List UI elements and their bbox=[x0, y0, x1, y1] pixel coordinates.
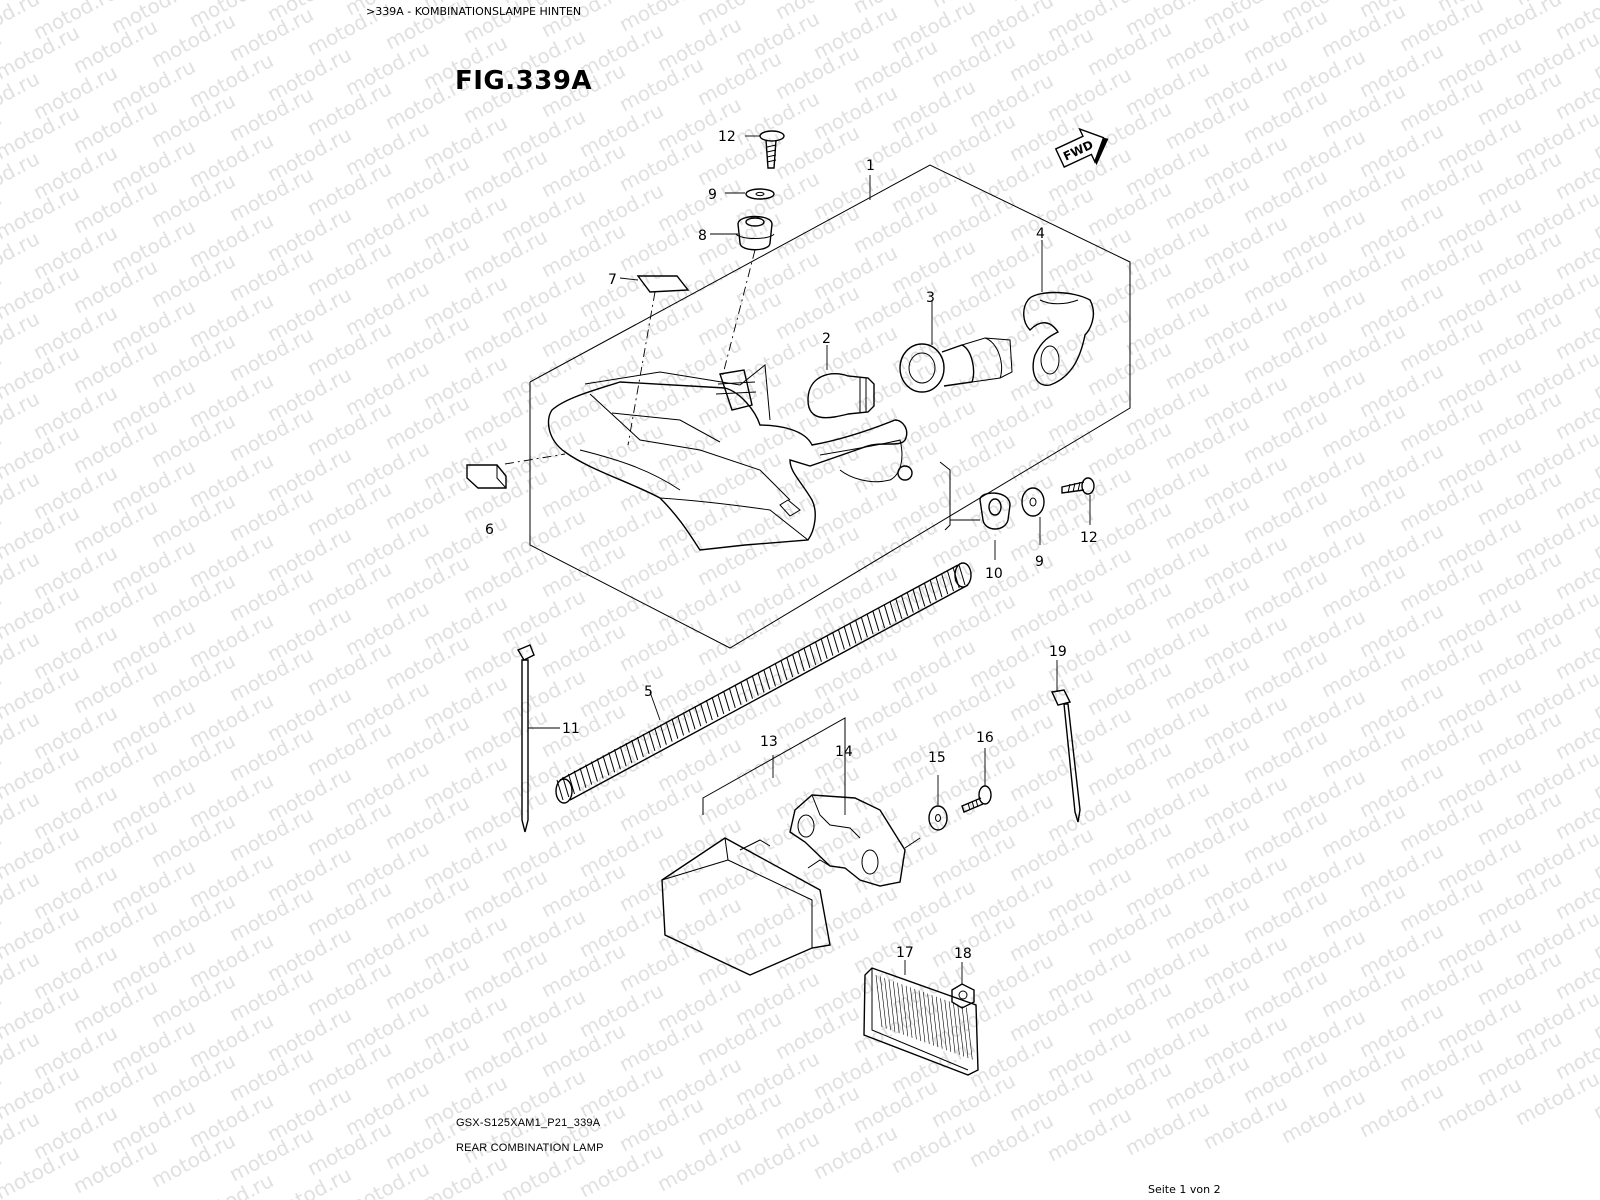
nut-part-18[interactable] bbox=[951, 962, 975, 1009]
figure-title: FIG.339A bbox=[455, 66, 593, 96]
callout-15[interactable]: 15 bbox=[928, 750, 946, 766]
callout-19[interactable]: 19 bbox=[1049, 644, 1067, 660]
callout-12-right[interactable]: 12 bbox=[1080, 530, 1098, 546]
callout-7[interactable]: 7 bbox=[608, 272, 617, 288]
screw-part-12-right[interactable] bbox=[1061, 477, 1095, 525]
grommet-part-8[interactable] bbox=[710, 215, 775, 251]
washer-part-15[interactable] bbox=[928, 775, 948, 831]
callout-16[interactable]: 16 bbox=[976, 730, 994, 746]
license-lamp-holder-part-14[interactable] bbox=[789, 758, 921, 887]
washer-part-9-right[interactable] bbox=[1021, 487, 1045, 545]
callout-3[interactable]: 3 bbox=[926, 290, 935, 306]
callout-14[interactable]: 14 bbox=[835, 744, 853, 760]
grommet-part-10[interactable] bbox=[950, 492, 1011, 560]
diagram-name: REAR COMBINATION LAMP bbox=[456, 1142, 604, 1154]
page-indicator: Seite 1 von 2 bbox=[1148, 1183, 1221, 1196]
assembly-frame bbox=[529, 164, 1131, 649]
screw-part-16[interactable] bbox=[961, 748, 992, 813]
breadcrumb[interactable]: >339A - KOMBINATIONSLAMPE HINTEN bbox=[366, 5, 582, 18]
cable-tie-part-11[interactable] bbox=[516, 644, 560, 833]
callout-2[interactable]: 2 bbox=[822, 331, 831, 347]
callout-1[interactable]: 1 bbox=[866, 158, 875, 174]
callout-9-top[interactable]: 9 bbox=[708, 187, 717, 203]
callout-6[interactable]: 6 bbox=[485, 522, 494, 538]
bulb-socket-part-3[interactable] bbox=[899, 300, 1013, 393]
cable-tie-part-19[interactable] bbox=[1050, 660, 1081, 823]
callout-4[interactable]: 4 bbox=[1036, 226, 1045, 242]
callout-17[interactable]: 17 bbox=[896, 945, 914, 961]
callout-9-right[interactable]: 9 bbox=[1035, 554, 1044, 570]
reflector-block-part-6[interactable] bbox=[466, 464, 507, 489]
reflector-part-17[interactable] bbox=[863, 960, 979, 1076]
callout-12-top[interactable]: 12 bbox=[718, 129, 736, 145]
washer-part-9-top[interactable] bbox=[725, 188, 775, 200]
callout-13[interactable]: 13 bbox=[760, 734, 778, 750]
screw-part-12-top[interactable] bbox=[745, 130, 785, 169]
license-lamp-lens[interactable] bbox=[661, 837, 831, 976]
callout-5[interactable]: 5 bbox=[644, 684, 653, 700]
tail-lamp-housing[interactable] bbox=[547, 364, 951, 551]
bulb-part-2[interactable] bbox=[807, 345, 875, 419]
license-lamp-frame-part-13 bbox=[702, 717, 846, 815]
socket-cover-part-4[interactable] bbox=[1023, 240, 1094, 386]
fwd-arrow-icon: FWD bbox=[1054, 127, 1109, 168]
callout-18[interactable]: 18 bbox=[954, 946, 972, 962]
label-part-7[interactable] bbox=[619, 275, 690, 293]
corrugated-tube-part-5[interactable] bbox=[555, 562, 972, 804]
callout-11[interactable]: 11 bbox=[562, 721, 580, 737]
callout-10[interactable]: 10 bbox=[985, 566, 1003, 582]
callout-8[interactable]: 8 bbox=[698, 228, 707, 244]
diagram-code: GSX-S125XAM1_P21_339A bbox=[456, 1117, 601, 1129]
